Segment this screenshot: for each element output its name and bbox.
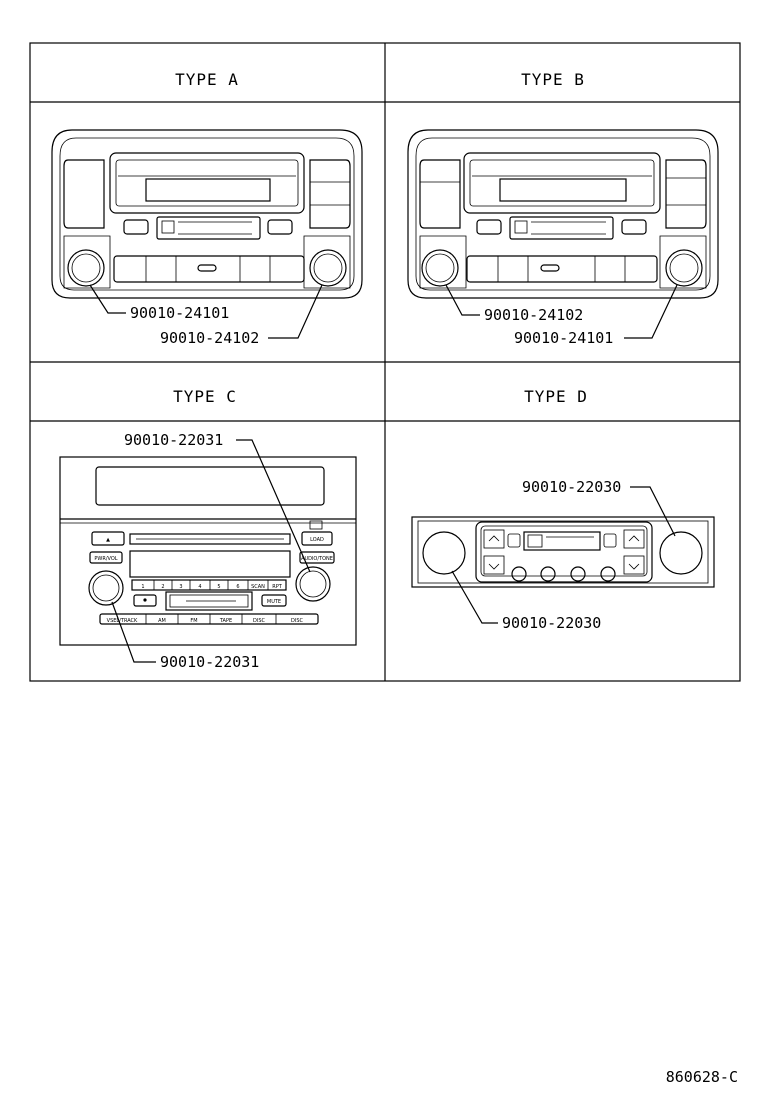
btn-rpt: RPT: [272, 584, 282, 590]
header-type-a: TYPE A: [175, 70, 239, 89]
frame-grid: [29, 42, 741, 682]
callout-b-left: 90010-24102: [484, 306, 583, 324]
callout-b-right: 90010-24101: [514, 329, 613, 347]
btn-preset-6: 6: [236, 584, 239, 590]
leaders-type-d: [451, 486, 676, 624]
callout-c-bottom: 90010-22031: [160, 653, 259, 671]
callout-d-top: 90010-22030: [522, 478, 621, 496]
radio-type-d: [411, 516, 715, 588]
callout-a-right: 90010-24102: [160, 329, 259, 347]
radio-type-b: [407, 129, 719, 299]
callout-a-left: 90010-24101: [130, 304, 229, 322]
header-type-b: TYPE B: [521, 70, 585, 89]
btn-audio-tone: AUDIO/TONE: [301, 556, 333, 562]
btn-preset-3: 3: [179, 584, 182, 590]
header-type-c: TYPE C: [173, 387, 237, 406]
callout-d-bottom: 90010-22030: [502, 614, 601, 632]
callout-c-top: 90010-22031: [124, 431, 223, 449]
btn-tape: TAPE: [219, 618, 232, 624]
radio-type-a: [51, 129, 363, 299]
leaders-type-b: [445, 284, 678, 339]
btn-disc: DISC: [253, 618, 265, 624]
btn-am: AM: [158, 618, 166, 624]
btn-preset-2: 2: [161, 584, 164, 590]
btn-preset-1: 1: [141, 584, 144, 590]
btn-load: LOAD: [310, 537, 324, 543]
btn-scan: SCAN: [251, 584, 265, 590]
btn-disc-select: DISC: [291, 618, 303, 624]
btn-mute: MUTE: [267, 599, 281, 605]
btn-vsel-track: VSEL/TRACK: [107, 618, 138, 624]
leaders-type-c: [111, 439, 311, 663]
btn-fm: FM: [190, 618, 197, 624]
btn-eject: ▲: [106, 537, 110, 543]
drawing-number: 860628-C: [666, 1068, 738, 1086]
btn-pwr-vol: PWR/VOL: [94, 556, 117, 562]
leaders-type-a: [89, 284, 323, 339]
header-type-d: TYPE D: [524, 387, 588, 406]
radio-type-c: ▲ PWR/VOL LOAD AUDIO/TONE 1 2 3 4 5 6 SC…: [59, 456, 357, 646]
btn-preset-4: 4: [198, 584, 201, 590]
btn-preset-5: 5: [217, 584, 220, 590]
